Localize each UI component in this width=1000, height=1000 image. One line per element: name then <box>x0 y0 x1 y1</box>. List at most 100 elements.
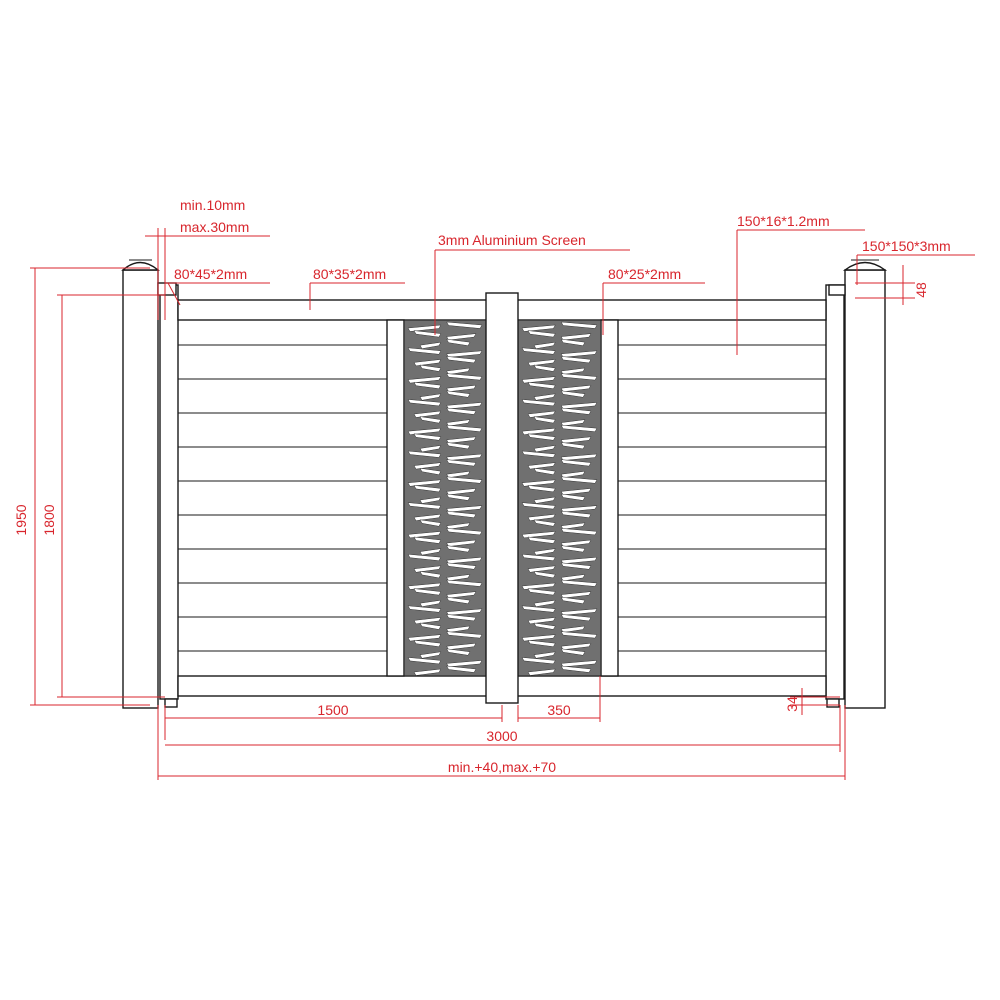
screen-perforation <box>533 651 556 659</box>
screen-perforation <box>560 459 592 467</box>
screen-perforation <box>446 528 483 536</box>
screen-perforation <box>413 433 442 441</box>
left-hinge-stile <box>159 284 179 700</box>
screen-perforation <box>413 617 442 625</box>
screen-perforation <box>446 591 477 599</box>
screen-perforation <box>533 622 556 630</box>
screen-perforation <box>446 665 477 673</box>
screen-perforation <box>560 545 586 553</box>
screen-perforation <box>446 614 477 622</box>
center-stile <box>485 292 519 704</box>
screen-perforation <box>446 545 471 553</box>
screen-perforation <box>527 410 556 418</box>
screen-perforation <box>413 639 442 647</box>
screen-perforation <box>446 648 471 656</box>
screen-perforation <box>560 591 592 599</box>
screen-perforation <box>560 384 592 392</box>
screen-perforation <box>533 548 556 556</box>
screen-label: 3mm Aluminium Screen <box>438 232 586 248</box>
hinge-post-label: 80*45*2mm <box>174 266 247 282</box>
screen-perforation <box>446 556 483 564</box>
screen-perforation <box>560 402 598 410</box>
screen-perforation <box>527 565 556 573</box>
screen-perforation <box>446 407 477 415</box>
screen-perforation <box>446 505 483 513</box>
screen-perforation <box>407 479 442 487</box>
screen-perforation <box>560 642 592 650</box>
screen-perforation <box>407 399 442 407</box>
screen-perforation <box>560 660 598 668</box>
frame-label: 80*35*2mm <box>313 266 386 282</box>
left-screen-stile <box>386 319 405 677</box>
screen-perforation <box>560 488 592 496</box>
screen-perforation <box>446 442 471 450</box>
screen-perforation <box>413 381 442 389</box>
screen-perforation <box>413 536 442 544</box>
screen-perforation <box>527 588 556 596</box>
screen-perforation <box>521 531 556 539</box>
screen-perforation <box>560 356 592 364</box>
screen-perforation <box>560 539 592 547</box>
screen-perforation <box>446 510 477 518</box>
screen-perforation <box>533 496 556 504</box>
screen-width-label: 350 <box>547 702 571 718</box>
screen-perforation <box>413 588 442 596</box>
screen-perforation <box>407 605 442 613</box>
post-label: 150*150*3mm <box>862 238 951 254</box>
screen-perforation <box>407 531 442 539</box>
screen-perforation <box>419 519 442 527</box>
screen-perforation <box>419 341 442 349</box>
screen-perforation <box>527 330 556 338</box>
screen-perforation <box>419 651 442 659</box>
screen-perforation <box>527 513 556 521</box>
min-gap-label: min.10mm <box>180 197 245 213</box>
right-hinge-stile <box>825 284 845 700</box>
screen-perforation <box>446 333 477 341</box>
screen-perforation <box>407 324 442 332</box>
total-width-label: 3000 <box>486 728 517 744</box>
right-top-hinge <box>828 284 846 296</box>
screen-perforation <box>419 393 442 401</box>
screen-perforation <box>527 668 556 676</box>
overall-height-label: 1950 <box>13 504 29 535</box>
screen-perforation <box>521 479 556 487</box>
screen-perforation <box>560 574 586 582</box>
screen-perforation <box>527 617 556 625</box>
screen-perforation <box>446 660 483 668</box>
screen-perforation <box>446 522 471 530</box>
screen-perforation <box>407 427 442 435</box>
screen-perforation <box>527 462 556 470</box>
screen-perforation <box>527 381 556 389</box>
screen-perforation <box>560 579 598 587</box>
screen-perforation <box>413 668 442 676</box>
screen-perforation <box>521 427 556 435</box>
screen-perforation <box>560 367 586 375</box>
screen-perforation <box>407 657 442 665</box>
right-screen-panel <box>517 319 602 677</box>
screen-perforation <box>560 453 598 461</box>
right-screen-stile <box>600 319 619 677</box>
screen-perforation <box>560 562 592 570</box>
screen-perforation <box>446 579 483 587</box>
screen-perforation <box>446 384 477 392</box>
screen-perforation <box>446 459 477 467</box>
screen-perforation <box>533 571 556 579</box>
dimension-labels: min.10mm max.30mm 80*45*2mm 80*35*2mm 3m… <box>13 197 951 775</box>
screen-perforation <box>446 539 477 547</box>
screen-perforation <box>407 553 442 561</box>
screen-perforation <box>533 393 556 401</box>
screen-perforation <box>419 364 442 372</box>
screen-perforation <box>446 493 471 501</box>
screen-perforation <box>413 485 442 493</box>
screen-perforation <box>533 519 556 527</box>
screen-perforation <box>413 330 442 338</box>
screen-perforation <box>521 553 556 561</box>
screen-perforation <box>446 574 471 582</box>
screen-perforation <box>560 522 586 530</box>
screen-perforation <box>560 608 598 616</box>
screen-perforation <box>560 596 586 604</box>
screen-perforation <box>527 359 556 367</box>
screen-perforation <box>407 634 442 642</box>
screen-perforation <box>419 599 442 607</box>
screen-perforation <box>533 599 556 607</box>
